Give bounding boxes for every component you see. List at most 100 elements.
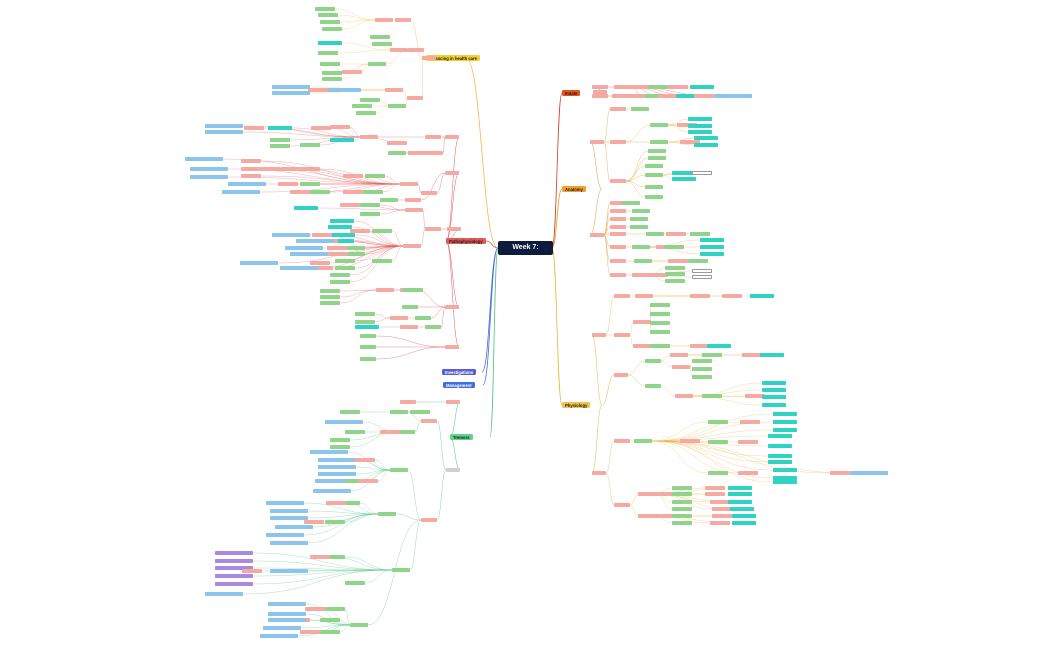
note-node[interactable]: [705, 486, 725, 490]
note-node[interactable]: [403, 288, 423, 292]
subtopic-node[interactable]: [445, 345, 459, 349]
note-node[interactable]: [665, 279, 685, 283]
note-node[interactable]: [215, 551, 253, 555]
topic-node[interactable]: [425, 325, 441, 329]
note-node[interactable]: [266, 501, 304, 505]
note-node[interactable]: [320, 289, 340, 293]
subtopic-node[interactable]: [445, 171, 459, 175]
note-node[interactable]: [241, 159, 261, 163]
note-node[interactable]: [261, 167, 281, 171]
detail-node[interactable]: [632, 273, 650, 277]
note-node[interactable]: [722, 294, 742, 298]
note-node[interactable]: [355, 320, 375, 324]
note-node[interactable]: [728, 492, 752, 496]
topic-node[interactable]: [405, 198, 421, 202]
note-node[interactable]: [330, 273, 350, 277]
note-node[interactable]: [408, 151, 428, 155]
note-node[interactable]: [330, 138, 354, 142]
note-node[interactable]: [750, 294, 774, 298]
note-node[interactable]: [700, 252, 724, 256]
note-node[interactable]: [708, 440, 728, 444]
note-node[interactable]: [738, 471, 758, 475]
note-node[interactable]: [322, 27, 342, 31]
note-node[interactable]: [664, 245, 684, 249]
note-node[interactable]: [372, 259, 392, 263]
topic-node[interactable]: [425, 135, 441, 139]
note-node[interactable]: [323, 88, 361, 92]
note-node[interactable]: [705, 492, 725, 496]
note-node[interactable]: [300, 167, 320, 171]
note-node[interactable]: [714, 94, 752, 98]
note-node[interactable]: [266, 533, 304, 537]
note-node[interactable]: [270, 138, 290, 142]
note-node[interactable]: [330, 280, 350, 284]
note-node[interactable]: [372, 229, 392, 233]
detail-node[interactable]: [390, 468, 408, 472]
subtopic-node[interactable]: [614, 373, 628, 377]
note-node[interactable]: [360, 212, 380, 216]
note-node[interactable]: [690, 344, 710, 348]
note-node[interactable]: [730, 507, 754, 511]
note-node[interactable]: [320, 62, 340, 66]
note-node[interactable]: [320, 618, 340, 622]
topic-node[interactable]: [592, 85, 608, 89]
note-node[interactable]: [215, 582, 253, 586]
detail-node[interactable]: [390, 316, 408, 320]
note-node[interactable]: [370, 35, 390, 39]
note-node[interactable]: [290, 252, 328, 256]
topic-node[interactable]: [610, 140, 626, 144]
note-node[interactable]: [270, 516, 308, 520]
note-node[interactable]: [322, 71, 342, 75]
detail-node[interactable]: [368, 62, 386, 66]
note-node[interactable]: [268, 602, 306, 606]
note-node[interactable]: [692, 171, 712, 175]
note-node[interactable]: [330, 445, 350, 449]
branch-innate[interactable]: Innate: [562, 90, 581, 97]
note-node[interactable]: [215, 559, 253, 563]
subtopic-node[interactable]: [593, 90, 607, 94]
note-node[interactable]: [320, 20, 340, 24]
topic-node[interactable]: [614, 294, 630, 298]
note-node[interactable]: [260, 634, 298, 638]
note-node[interactable]: [270, 144, 290, 148]
note-node[interactable]: [304, 520, 324, 524]
note-node[interactable]: [330, 239, 354, 243]
note-node[interactable]: [356, 111, 376, 115]
note-node[interactable]: [294, 206, 318, 210]
detail-node[interactable]: [645, 173, 663, 177]
note-node[interactable]: [355, 312, 375, 316]
note-node[interactable]: [327, 246, 347, 250]
note-node[interactable]: [228, 182, 266, 186]
topic-node[interactable]: [421, 419, 437, 423]
topic-node[interactable]: [610, 245, 626, 249]
note-node[interactable]: [762, 403, 786, 407]
note-node[interactable]: [270, 541, 308, 545]
note-node[interactable]: [318, 472, 356, 476]
note-node[interactable]: [330, 219, 354, 223]
note-node[interactable]: [280, 266, 318, 270]
detail-node[interactable]: [400, 325, 418, 329]
note-node[interactable]: [300, 630, 320, 634]
topic-node[interactable]: [645, 359, 661, 363]
topic-node[interactable]: [360, 334, 376, 338]
note-node[interactable]: [270, 569, 308, 573]
note-node[interactable]: [625, 94, 645, 98]
topic-node[interactable]: [610, 209, 626, 213]
note-node[interactable]: [650, 330, 670, 334]
note-node[interactable]: [340, 410, 360, 414]
note-node[interactable]: [340, 203, 360, 207]
note-node[interactable]: [650, 344, 670, 348]
topic-node[interactable]: [421, 518, 437, 522]
note-node[interactable]: [285, 246, 323, 250]
branch-tremors[interactable]: Tremors: [450, 434, 473, 441]
note-node[interactable]: [325, 420, 363, 424]
note-node[interactable]: [345, 479, 365, 483]
topic-node[interactable]: [610, 217, 626, 221]
note-node[interactable]: [240, 261, 278, 265]
note-node[interactable]: [318, 458, 356, 462]
note-node[interactable]: [410, 410, 430, 414]
note-node[interactable]: [343, 174, 363, 178]
note-node[interactable]: [320, 630, 340, 634]
note-node[interactable]: [313, 266, 333, 270]
note-node[interactable]: [330, 125, 350, 129]
